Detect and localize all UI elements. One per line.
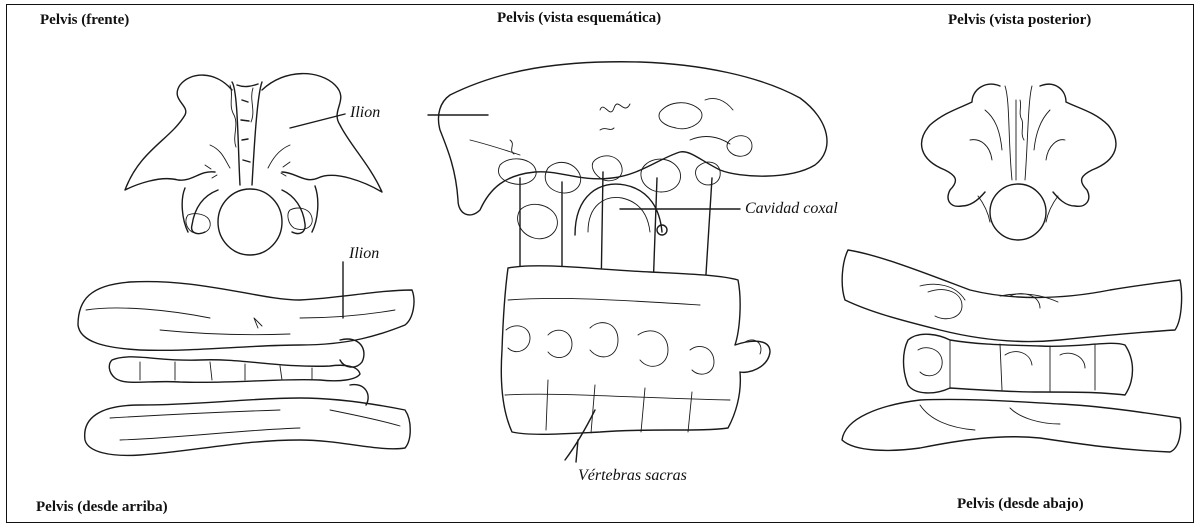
pelvis-posterior-drawing	[922, 84, 1116, 240]
pelvis-schematic-drawing	[428, 62, 827, 462]
pelvis-top-drawing	[78, 262, 414, 455]
pelvis-bottom-drawing	[842, 250, 1182, 452]
pelvis-front-drawing	[125, 74, 382, 255]
